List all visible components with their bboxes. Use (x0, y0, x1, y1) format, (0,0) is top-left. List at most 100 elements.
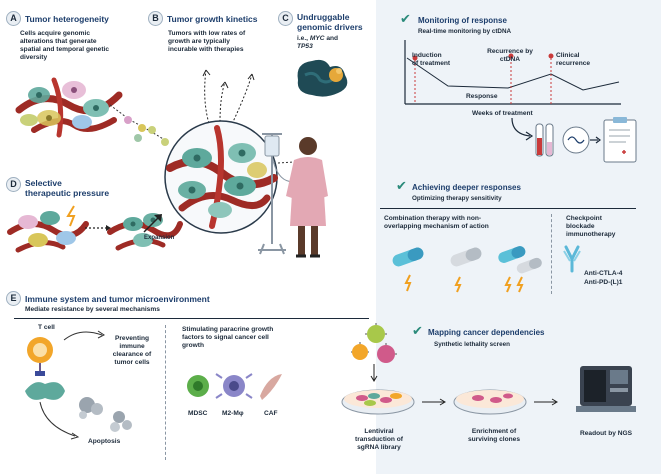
gene-tp53: TP53 (297, 43, 313, 50)
panel-e-dashed-separator (165, 325, 166, 460)
deeper-dashed-separator (551, 214, 552, 294)
expansion-label: Expansion (144, 235, 175, 241)
enrichment-label: Enrichment of surviving clones (456, 428, 532, 444)
deeper-divider (380, 208, 636, 209)
enrichment-label-line: Enrichment of (471, 428, 517, 435)
ctdna-workflow-illustration (511, 117, 637, 163)
deeper-subtitle: Optimizing therapy sensitivity (412, 195, 502, 202)
stimulating-label-line: Stimulating paracrine growth (182, 326, 274, 333)
panel-b-title: Tumor growth kinetics (167, 14, 258, 24)
induction-label: Induction of treatment (412, 52, 450, 68)
induction-label-line: Induction (412, 52, 442, 59)
recurrence-ctdna-label-line: Recurrence by (487, 48, 533, 55)
dotted-arrow (85, 225, 111, 231)
panel-d-title-line: Selective (25, 178, 62, 188)
panel-a-desc-line: diversity (20, 54, 48, 61)
monitoring-subtitle: Real-time monitoring by ctDNA (418, 28, 512, 35)
panel-e-letter: E (6, 291, 21, 306)
check-icon: ✔ (396, 179, 407, 194)
blocked-arrow-icon (63, 330, 105, 341)
lentiviral-label: Lentiviral transduction of sgRNA library (344, 428, 414, 452)
panel-b-letter: B (148, 11, 163, 26)
panel-c-letter: C (278, 11, 293, 26)
recurrence-ctdna-label-line: ctDNA (499, 56, 521, 63)
apoptotic-cells-illustration (79, 397, 132, 432)
preventing-label: Preventing immune clearance of tumor cel… (102, 335, 162, 367)
panel-a-letter: A (6, 11, 21, 26)
panel-d-letter: D (6, 177, 21, 192)
drug-capsules-illustration (392, 246, 542, 293)
panel-c-title: Undruggable genomic drivers (297, 12, 363, 32)
panel-b-desc-line: growth are typically (168, 38, 230, 45)
tcell-interaction-illustration (25, 337, 80, 440)
tumor-after-therapy-illustration (107, 213, 183, 251)
checkpoint-label-line: Checkpoint (566, 215, 602, 222)
panel-a-desc-line: Cells acquire genomic (20, 30, 90, 37)
recurrence-ctdna-label: Recurrence by ctDNA (480, 48, 540, 64)
clinical-recurrence-label-line: Clinical (556, 52, 580, 59)
mapping-subtitle: Synthetic lethality screen (434, 341, 510, 348)
panel-e-subtitle: Mediate resistance by several mechanisms (25, 306, 160, 313)
preventing-label-line: tumor cells (114, 359, 150, 366)
ngs-sequencer-illustration (576, 366, 636, 412)
ctdna-monitoring-chart (404, 40, 621, 105)
gene-myc: MYC (309, 35, 325, 42)
caf-label: CAF (264, 410, 278, 417)
lentiviral-label-line: Lentiviral (364, 428, 394, 435)
monitoring-title: Monitoring of response (418, 16, 507, 25)
checkpoint-label: Checkpoint blockade immunotherapy (566, 215, 615, 239)
panel-b-desc-line: incurable with therapies (168, 46, 244, 53)
panel-d-title: Selective therapeutic pressure (25, 178, 109, 198)
screening-dishes-illustration (341, 389, 558, 415)
combination-label: Combination therapy with non- overlappin… (384, 215, 489, 231)
lentiviral-label-line: sgRNA library (357, 444, 401, 451)
panel-a-desc-line: alterations that generate (20, 38, 97, 45)
check-icon: ✔ (412, 324, 423, 339)
tme-cells-illustration (187, 373, 282, 400)
panel-c-desc: i.e., MYC and TP53 (297, 35, 372, 51)
clonal-lineage-illustration (109, 104, 169, 146)
panel-c-prefix: i.e., (297, 35, 310, 42)
panel-c-and: and (324, 35, 339, 42)
stimulating-label-line: factors to signal cancer cell (182, 334, 269, 341)
lentivirus-particles-illustration (351, 323, 397, 382)
apoptosis-label: Apoptosis (88, 438, 121, 445)
clinical-recurrence-label-line: recurrence (556, 60, 591, 67)
tumor-before-therapy-illustration (7, 205, 89, 253)
check-icon: ✔ (400, 12, 411, 27)
panel-a-desc: Cells acquire genomic alterations that g… (20, 30, 109, 62)
panel-b-desc: Tumors with low rates of growth are typi… (168, 30, 245, 54)
response-label: Response (466, 93, 498, 100)
patient-illustration (258, 133, 328, 258)
weeks-axis-label: Weeks of treatment (472, 110, 533, 117)
tcell-label: T cell (38, 324, 55, 331)
panel-b-desc-line: Tumors with low rates of (168, 30, 246, 37)
panel-d-title-line: therapeutic pressure (25, 188, 110, 198)
mdsc-label: MDSC (188, 410, 208, 417)
enrichment-label-line: surviving clones (467, 436, 521, 443)
antibody-icon (563, 245, 581, 273)
combination-label-line: overlapping mechanism of action (384, 223, 489, 230)
m2-macrophage-label: M2-Mφ (222, 410, 244, 417)
lentiviral-label-line: transduction of (355, 436, 403, 443)
panel-e-title: Immune system and tumor microenvironment (25, 294, 210, 304)
preventing-label-line: clearance of (112, 351, 152, 358)
preventing-label-line: Preventing (114, 335, 150, 342)
panel-a-title: Tumor heterogeneity (25, 14, 109, 24)
stimulating-label: Stimulating paracrine growth factors to … (182, 326, 273, 350)
anti-ctla4-label: Anti-CTLA-4 (584, 270, 623, 277)
mapping-title: Mapping cancer dependencies (428, 328, 545, 337)
magnified-tumor-illustration (164, 120, 278, 234)
induction-label-line: of treatment (412, 60, 451, 67)
checkpoint-label-line: blockade (566, 223, 595, 230)
checkpoint-label-line: immunotherapy (566, 231, 616, 238)
protein-structure-illustration (297, 59, 348, 97)
magnify-pointer-line (277, 161, 295, 164)
tumor-cluster-a-illustration (15, 77, 123, 138)
clinical-recurrence-label: Clinical recurrence (556, 52, 590, 68)
panel-c-title-line: genomic drivers (297, 22, 363, 32)
deeper-title: Achieving deeper responses (412, 183, 521, 192)
panel-a-desc-line: spatial and temporal genetic (20, 46, 110, 53)
stimulating-label-line: growth (182, 342, 204, 349)
readout-label: Readout by NGS (580, 430, 633, 437)
